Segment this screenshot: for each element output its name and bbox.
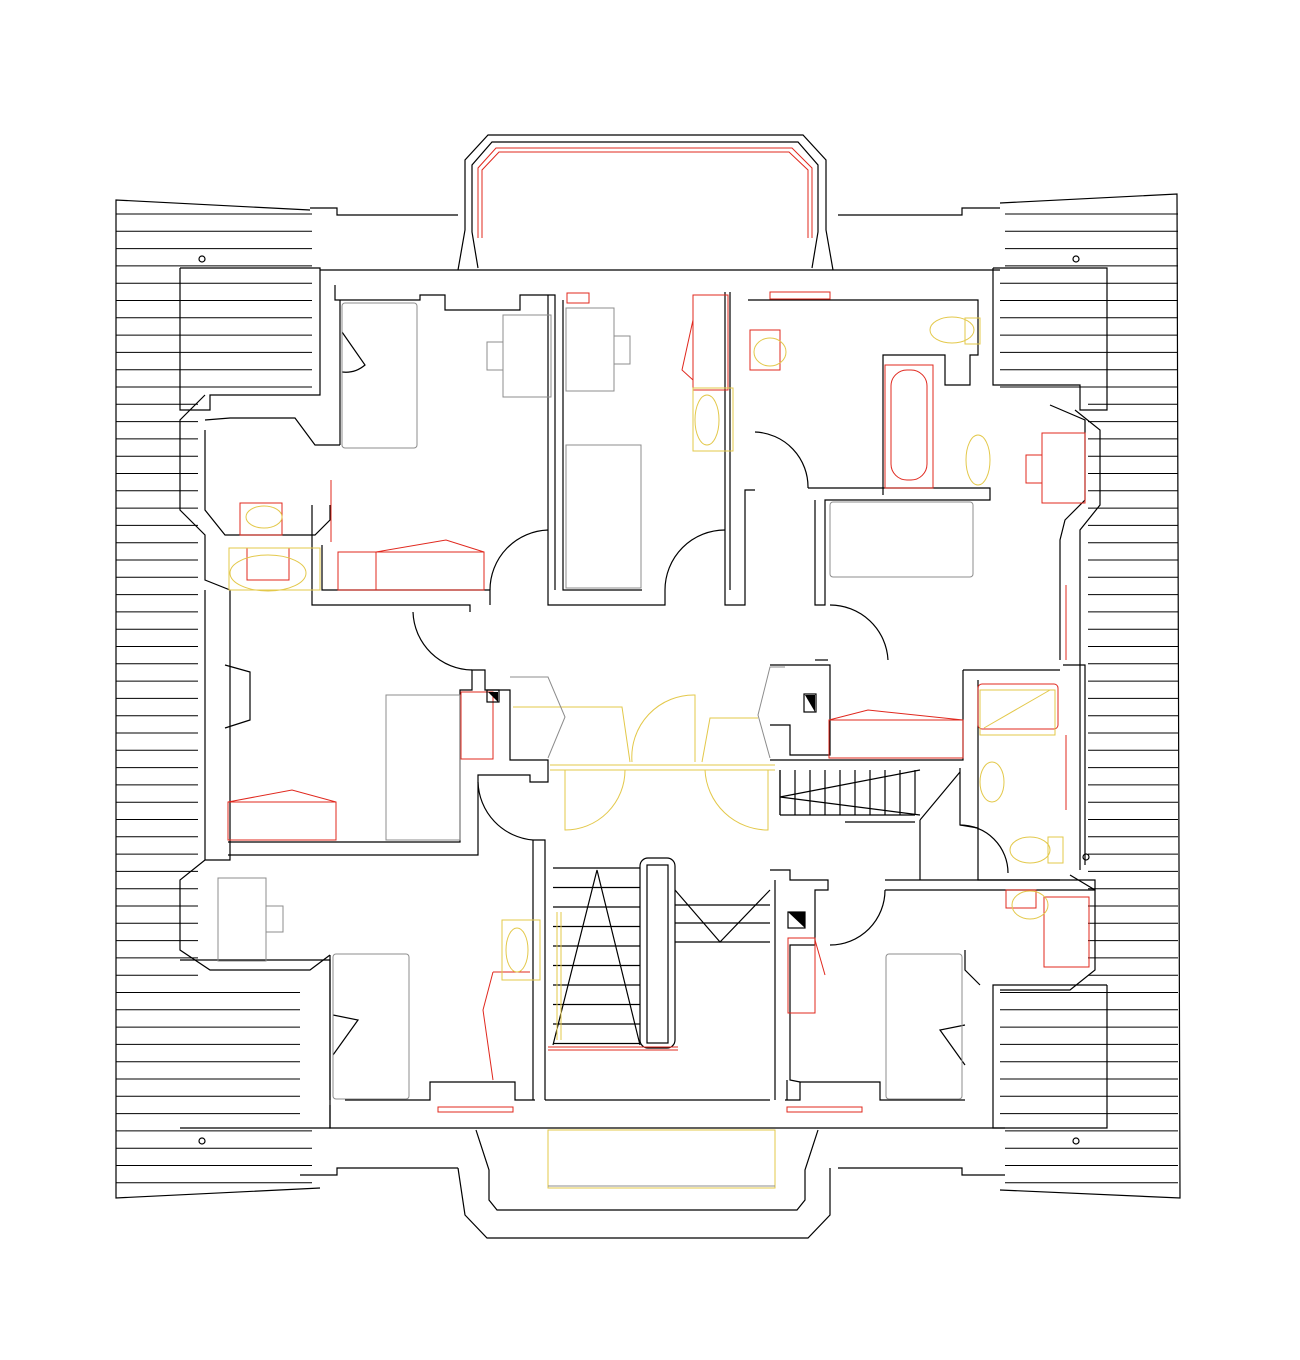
washbasin [749,329,781,371]
roof-hatching-left [116,213,312,1184]
bay-window-top [457,134,834,271]
bed [565,444,642,589]
bed [341,302,418,449]
bed [885,953,963,1100]
interior-walls [228,292,1096,1100]
stairs [548,769,961,1051]
desk [502,314,552,398]
chimney-flues [486,689,817,929]
exterior-walls [179,267,1108,1129]
roof-hatching-right [1000,213,1178,1184]
fixtures-proposed [228,316,1064,1040]
toilet [929,316,975,344]
bathtub [884,364,934,489]
wardrobe [227,801,337,841]
wardrobe [828,719,964,759]
desk [217,877,267,962]
bed [385,694,461,841]
fixtures-existing [227,291,1090,1113]
toilet [1009,836,1051,864]
roof-outline [115,193,1181,1199]
bed [829,501,974,578]
bed [332,953,410,1100]
wardrobe [337,551,485,591]
desk [565,307,615,392]
doors [332,331,1009,1066]
bay-window-bottom [457,1129,831,1239]
bathtub [977,683,1059,730]
furniture [217,302,974,1100]
